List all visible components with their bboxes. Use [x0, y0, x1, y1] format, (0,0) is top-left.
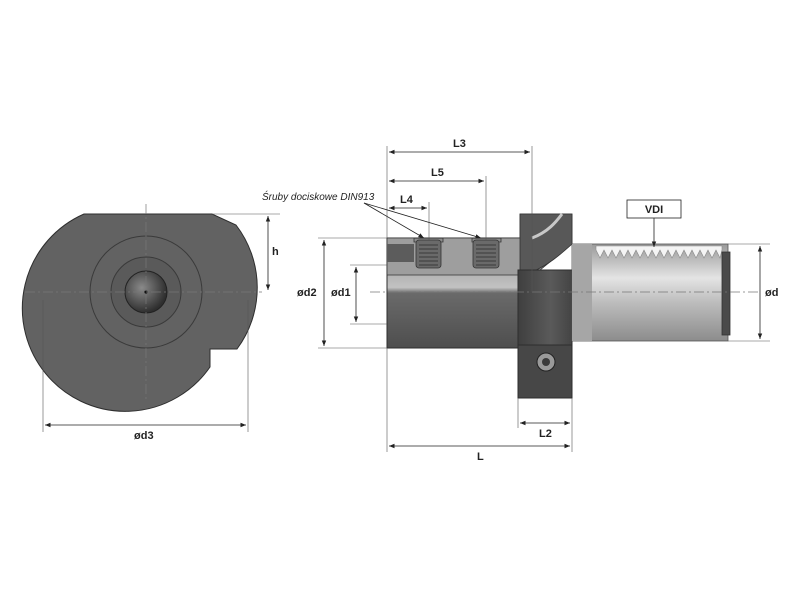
d-label: ød [765, 287, 778, 299]
d1-label: ød1 [331, 287, 351, 299]
vdi-shank-end [721, 251, 731, 336]
screws-note: Śruby dociskowe DIN913 [262, 190, 375, 203]
vdi-shank [571, 243, 729, 342]
side-view-flange-highlight [531, 213, 564, 240]
d3-label: ød3 [134, 430, 154, 442]
L2-label: L2 [539, 428, 552, 440]
L-label: L [477, 451, 484, 463]
side-view-section-dark-band [387, 244, 414, 262]
d2-label: ød2 [297, 287, 317, 299]
front-view: h ød3 [21, 204, 280, 442]
screws-leader-1 [363, 202, 425, 239]
side-view: L3 L5 L4 Śruby dociskowe DIN913 ød2 ød1 … [262, 138, 778, 463]
screws-leader-2 [363, 202, 482, 239]
L3-label: L3 [453, 138, 466, 150]
set-screw-2 [472, 239, 500, 269]
vdi-label: VDI [645, 204, 663, 216]
vdi-shank-neck [572, 244, 592, 341]
vdi-serrations [595, 245, 723, 259]
h-label: h [272, 246, 279, 258]
side-view-flange-top [519, 213, 573, 273]
L4-label: L4 [400, 194, 414, 206]
set-screw-1 [415, 239, 442, 269]
L5-label: L5 [431, 167, 444, 179]
flange-screw-socket-icon [542, 358, 550, 366]
